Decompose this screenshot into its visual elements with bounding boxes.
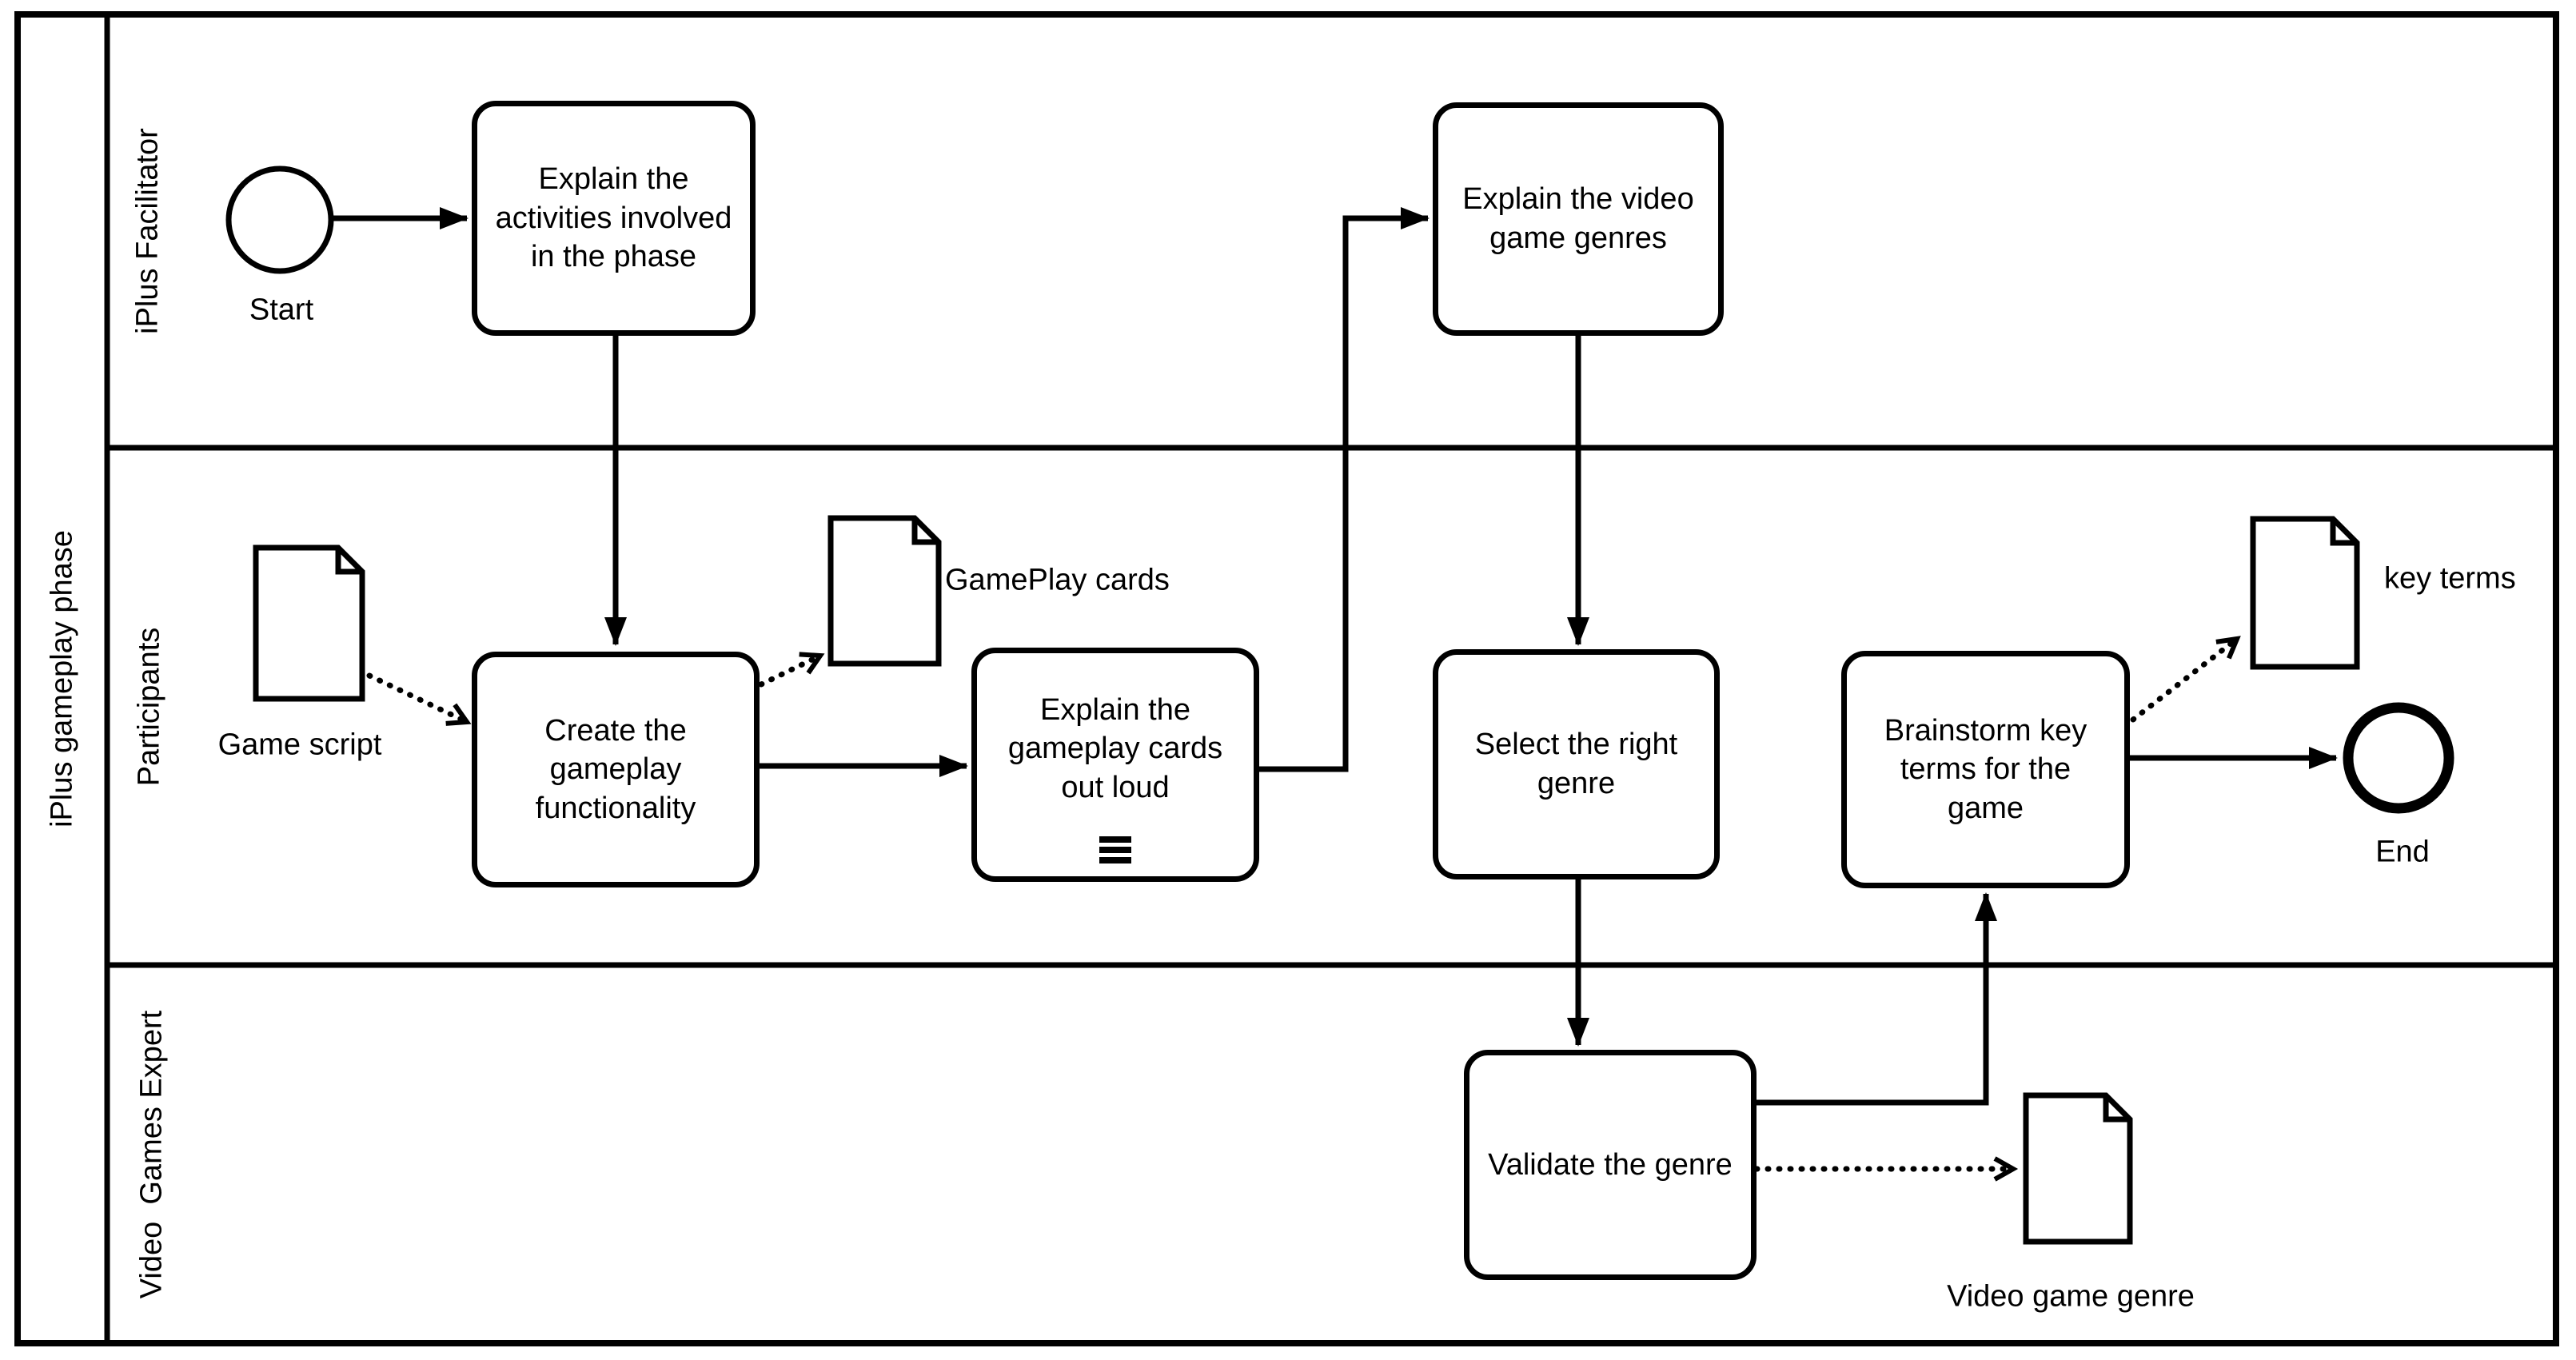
task-validate-genre: Validate the genre xyxy=(1464,1050,1757,1280)
task-explain-activities-label: Explain the activities involved in the p… xyxy=(495,162,732,274)
end-event-circle xyxy=(2343,702,2454,814)
task-brainstorm-key-terms: Brainstorm key terms for the game xyxy=(1841,651,2130,888)
video-game-genre-label: Video game genre xyxy=(1947,1279,2195,1314)
flow-validate-genre-to-brainstorm xyxy=(1757,892,1997,1106)
task-brainstorm-key-terms-label: Brainstorm key terms for the game xyxy=(1884,713,2088,825)
pool-border xyxy=(14,11,2559,1346)
end-event-label: End xyxy=(2375,835,2430,869)
game-script-label: Game script xyxy=(217,728,382,762)
association-game-script-to-create-gameplay xyxy=(366,672,472,726)
association-create-gameplay-to-gameplay-cards xyxy=(758,652,825,688)
lane-label-facilitator: iPlus Facilitator xyxy=(130,128,165,334)
task-explain-cards: Explain the gameplay cards out loud xyxy=(971,648,1259,882)
task-create-gameplay: Create the gameplay functionality xyxy=(472,652,760,887)
video-game-genre-doc-icon xyxy=(2023,1092,2133,1245)
sequential-multi-instance-icon xyxy=(1099,836,1131,863)
lane-label-video-games-expert: Video Games Expert xyxy=(134,1010,169,1299)
start-event-circle xyxy=(225,166,334,274)
task-validate-genre-label: Validate the genre xyxy=(1488,1147,1733,1182)
gameplay-cards-doc-icon xyxy=(827,515,942,667)
task-explain-cards-label: Explain the gameplay cards out loud xyxy=(1007,692,1223,804)
task-explain-activities: Explain the activities involved in the p… xyxy=(472,101,756,336)
task-explain-genres: Explain the video game genres xyxy=(1433,102,1724,336)
lane-label-participants: Participants xyxy=(132,627,166,787)
task-create-gameplay-label: Create the gameplay functionality xyxy=(535,713,696,825)
gameplay-cards-label: GamePlay cards xyxy=(945,563,1170,597)
task-select-genre-label: Select the right genre xyxy=(1474,728,1678,800)
start-event-label: Start xyxy=(249,293,314,327)
pool-label: iPlus gameplay phase xyxy=(45,530,79,828)
key-terms-doc-icon xyxy=(2250,516,2360,670)
key-terms-label: key terms xyxy=(2384,561,2516,596)
game-script-doc-icon xyxy=(253,544,365,702)
association-brainstorm-to-key-terms xyxy=(2130,636,2241,723)
flow-explain-cards-to-explain-genres xyxy=(1259,207,1430,772)
task-explain-genres-label: Explain the video game genres xyxy=(1462,182,1694,255)
task-select-genre: Select the right genre xyxy=(1433,649,1720,879)
